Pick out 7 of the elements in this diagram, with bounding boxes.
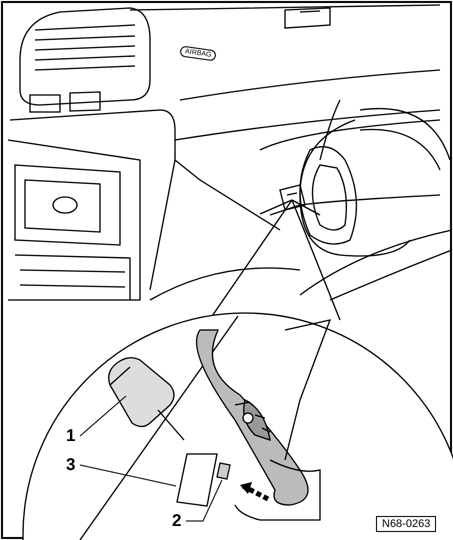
leader-line [80, 396, 126, 436]
leader-line [186, 480, 222, 522]
callout-number: 3 [66, 456, 78, 474]
figure-number: N68-0263 [376, 516, 436, 532]
leader-line [80, 464, 176, 486]
callout-number: 2 [172, 512, 184, 530]
callout-number: 1 [66, 427, 78, 445]
